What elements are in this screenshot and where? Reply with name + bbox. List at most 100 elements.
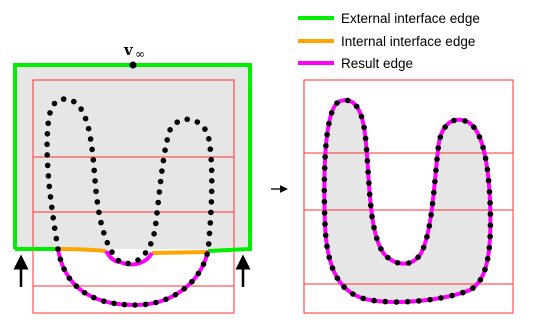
contour-point xyxy=(435,145,442,151)
contour-point xyxy=(321,198,328,205)
contour-point xyxy=(125,260,131,267)
contour-point xyxy=(360,295,367,302)
contour-point xyxy=(155,199,161,206)
contour-point xyxy=(353,103,360,110)
contour-point xyxy=(416,298,422,304)
contour-point xyxy=(132,302,138,308)
contour-point xyxy=(428,212,434,218)
contour-point xyxy=(480,144,486,151)
contour-point xyxy=(153,299,159,306)
contour-point xyxy=(61,266,67,272)
contour-point xyxy=(484,255,491,262)
contour-point xyxy=(326,120,332,127)
right-panel xyxy=(303,79,514,314)
contour-point xyxy=(424,234,430,240)
contour-point xyxy=(420,244,427,251)
contour-point xyxy=(109,249,115,255)
contour-point xyxy=(362,135,369,142)
contour-point xyxy=(202,126,208,132)
contour-point xyxy=(204,251,210,258)
contour-point xyxy=(484,166,491,173)
contour-point xyxy=(324,243,330,250)
contour-point xyxy=(460,289,466,296)
contour-point xyxy=(321,165,328,171)
contour-point xyxy=(485,177,492,184)
contour-point xyxy=(404,298,411,305)
contour-point xyxy=(321,187,328,194)
contour-point xyxy=(477,277,484,283)
contour-point xyxy=(162,147,168,153)
contour-point xyxy=(382,298,389,305)
contour-point xyxy=(98,219,104,226)
contour-point xyxy=(71,98,77,105)
contour-point xyxy=(89,146,95,153)
contour-point xyxy=(93,188,99,195)
contour-point xyxy=(200,261,207,268)
contour-point xyxy=(101,230,107,236)
contour-point xyxy=(361,124,367,131)
contour-point xyxy=(87,136,94,142)
contour-point xyxy=(184,116,190,123)
contour-point xyxy=(350,291,356,297)
contour-point xyxy=(371,297,377,304)
contour-point xyxy=(405,260,412,266)
contour-point xyxy=(153,220,159,227)
contour-point xyxy=(344,97,351,104)
contour-point xyxy=(341,284,347,290)
vertex-infinity-label: v xyxy=(123,41,134,59)
right-grid-frame xyxy=(303,79,514,314)
contour-point xyxy=(482,155,489,162)
contour-point xyxy=(487,222,494,229)
contour-point xyxy=(324,131,330,138)
contour-point xyxy=(85,125,92,132)
vertex-infinity-subscript: ∞ xyxy=(135,47,145,61)
contour-point xyxy=(57,256,64,263)
left-grid xyxy=(32,79,235,314)
contour-point xyxy=(194,119,201,125)
contour-point xyxy=(44,152,50,158)
contour-point xyxy=(329,265,336,271)
contour-point xyxy=(159,168,165,174)
contour-point xyxy=(51,100,58,107)
contour-point xyxy=(487,200,493,206)
contour-point xyxy=(364,158,371,164)
contour-point xyxy=(66,275,73,282)
result-region xyxy=(324,100,491,302)
contour-point xyxy=(90,157,97,163)
contour-point xyxy=(334,275,341,282)
contour-point xyxy=(322,154,328,160)
contour-point xyxy=(195,270,202,277)
contour-point xyxy=(53,235,60,242)
external-interface-edge xyxy=(13,63,252,253)
contour-point xyxy=(486,189,493,195)
contour-point xyxy=(328,110,335,116)
contour-point xyxy=(156,189,163,195)
contour-point xyxy=(160,157,167,164)
contour-point xyxy=(323,143,329,149)
contour-point xyxy=(368,202,374,209)
contour-point xyxy=(45,120,51,127)
legend: External interface edge Internal interfa… xyxy=(298,11,480,71)
contour-point xyxy=(148,241,154,247)
legend-label-external: External interface edge xyxy=(341,11,480,26)
contour-point xyxy=(91,167,97,174)
contour-point xyxy=(91,294,97,301)
left-result-edge xyxy=(56,248,210,308)
contour-point xyxy=(431,189,437,196)
internal-interface-edge xyxy=(57,247,209,255)
contour-point xyxy=(50,215,56,221)
contour-point xyxy=(369,213,375,220)
contour-point xyxy=(208,209,214,216)
contour-point xyxy=(121,301,128,308)
contour-point xyxy=(208,199,215,205)
contour-point xyxy=(73,283,80,289)
contour-point xyxy=(208,156,214,163)
contour-point xyxy=(321,176,328,183)
contour-point xyxy=(363,146,370,153)
contour-point xyxy=(208,167,215,174)
contour-point xyxy=(60,96,67,102)
contour-point xyxy=(207,146,214,152)
contour-point xyxy=(55,246,61,252)
contour-point xyxy=(486,244,493,251)
